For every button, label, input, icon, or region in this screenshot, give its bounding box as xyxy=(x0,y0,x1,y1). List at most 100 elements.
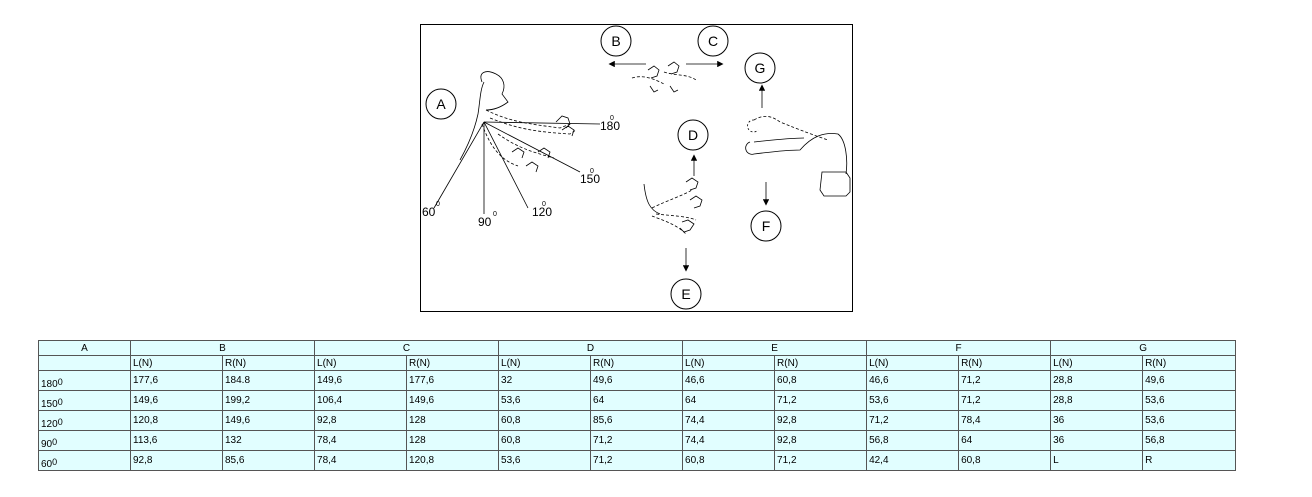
table-cell: 128 xyxy=(406,410,500,431)
table-cell: R xyxy=(1142,450,1237,471)
row-angle-degree: 0 xyxy=(57,417,63,427)
table-subheader-row: L(N) R(N) L(N) R(N) L(N) R(N) L(N) R(N) … xyxy=(38,355,1237,371)
header-cell: E xyxy=(682,340,868,356)
table-cell: 71,2 xyxy=(774,390,868,411)
table-cell: 71,2 xyxy=(774,450,868,471)
angle-label-120: 120 xyxy=(532,205,552,219)
figure-frame xyxy=(420,24,853,312)
table-cell: 71,2 xyxy=(590,430,684,451)
angle-label-150: 150 xyxy=(580,172,600,186)
header-cell: C xyxy=(314,340,500,356)
table-cell: 184.8 xyxy=(221,370,316,391)
circle-F: F xyxy=(750,210,782,242)
vertical-arm-drawing xyxy=(643,154,703,272)
table-cell: 53,6 xyxy=(498,390,592,411)
table-cell: 60,8 xyxy=(682,450,776,471)
table-cell: 46,6 xyxy=(866,370,960,391)
table-cell: L xyxy=(1050,450,1144,471)
table-header-row: A B C D E F G xyxy=(38,340,1237,356)
table-cell: 92,8 xyxy=(314,410,408,431)
table-cell: 120,8 xyxy=(130,410,223,431)
table-cell: 28,8 xyxy=(1050,390,1144,411)
row-angle-value: 150 xyxy=(41,399,58,410)
label-E: E xyxy=(681,286,690,302)
degree-mark: 0 xyxy=(542,201,546,208)
degree-mark: 0 xyxy=(590,168,594,175)
row-angle-value: 120 xyxy=(41,419,58,430)
table-cell: 120,8 xyxy=(406,450,500,471)
table-cell: 71,2 xyxy=(590,450,684,471)
table-cell: 53,6 xyxy=(498,450,592,471)
row-angle-degree: 0 xyxy=(57,397,63,407)
table-cell: 60,8 xyxy=(498,430,592,451)
circle-A: A xyxy=(425,88,457,120)
table-cell: 36 xyxy=(1050,430,1144,451)
row-angle-value: 90 xyxy=(41,439,53,450)
subheader-cell: L(N) xyxy=(682,355,776,371)
table-cell: 56,8 xyxy=(866,430,960,451)
table-cell: 71,2 xyxy=(958,370,1052,391)
row-angle-degree: 0 xyxy=(52,437,58,447)
arm-angle-drawing xyxy=(433,71,601,214)
table-cell: 128 xyxy=(406,430,500,451)
table-cell: 92,8 xyxy=(774,410,868,431)
label-G: G xyxy=(755,60,766,76)
subheader-cell: L(N) xyxy=(1050,355,1144,371)
table-cell: 177,6 xyxy=(406,370,500,391)
table-cell: 64 xyxy=(682,390,776,411)
angle-label-90: 90 xyxy=(478,215,492,229)
row-angle-degree: 0 xyxy=(57,377,63,387)
header-cell: A xyxy=(38,340,131,356)
force-table: A B C D E F G L(N) R(N) L(N) R(N) L(N) R… xyxy=(38,340,1237,471)
subheader-cell: R(N) xyxy=(590,355,684,371)
subheader-cell: L(N) xyxy=(130,355,223,371)
circle-G: G xyxy=(744,52,776,84)
table-cell: 64 xyxy=(590,390,684,411)
table-cell: 53,6 xyxy=(1142,410,1237,431)
table-cell: 74,4 xyxy=(682,430,776,451)
row-angle: 600 xyxy=(38,450,131,471)
table-cell: 199,2 xyxy=(221,390,316,411)
subheader-cell: R(N) xyxy=(958,355,1052,371)
table-cell: 92,8 xyxy=(130,450,223,471)
table-cell: 149,6 xyxy=(130,390,223,411)
header-cell: G xyxy=(1050,340,1237,356)
degree-mark: 0 xyxy=(436,201,440,208)
subheader-cell: R(N) xyxy=(221,355,316,371)
table-cell: 92,8 xyxy=(774,430,868,451)
table-cell: 53,6 xyxy=(866,390,960,411)
table-cell: 78,4 xyxy=(314,430,408,451)
row-angle: 900 xyxy=(38,430,131,451)
degree-mark: 0 xyxy=(610,115,614,122)
subheader-cell: L(N) xyxy=(866,355,960,371)
subheader-cell: R(N) xyxy=(1142,355,1237,371)
table-cell: 60,8 xyxy=(498,410,592,431)
label-B: B xyxy=(611,33,620,49)
row-angle-value: 180 xyxy=(41,379,58,390)
row-angle: 1800 xyxy=(38,370,131,391)
header-cell: D xyxy=(498,340,684,356)
table-cell: 78,4 xyxy=(314,450,408,471)
table-cell: 49,6 xyxy=(1142,370,1237,391)
table-cell: 28,8 xyxy=(1050,370,1144,391)
subheader-cell: L(N) xyxy=(314,355,408,371)
table-cell: 46,6 xyxy=(682,370,776,391)
row-angle: 1500 xyxy=(38,390,131,411)
table-cell: 78,4 xyxy=(958,410,1052,431)
row-angle-degree: 0 xyxy=(52,457,58,467)
table-cell: 149,6 xyxy=(314,370,408,391)
table-cell: 177,6 xyxy=(130,370,223,391)
table-cell: 132 xyxy=(221,430,316,451)
label-F: F xyxy=(762,218,771,234)
horizontal-arm-drawing xyxy=(608,60,724,93)
row-angle: 1200 xyxy=(38,410,131,431)
table-cell: 106,4 xyxy=(314,390,408,411)
circle-D: D xyxy=(677,119,709,151)
table-cell: 113,6 xyxy=(130,430,223,451)
table-cell: 71,2 xyxy=(958,390,1052,411)
subheader-cell: R(N) xyxy=(774,355,868,371)
